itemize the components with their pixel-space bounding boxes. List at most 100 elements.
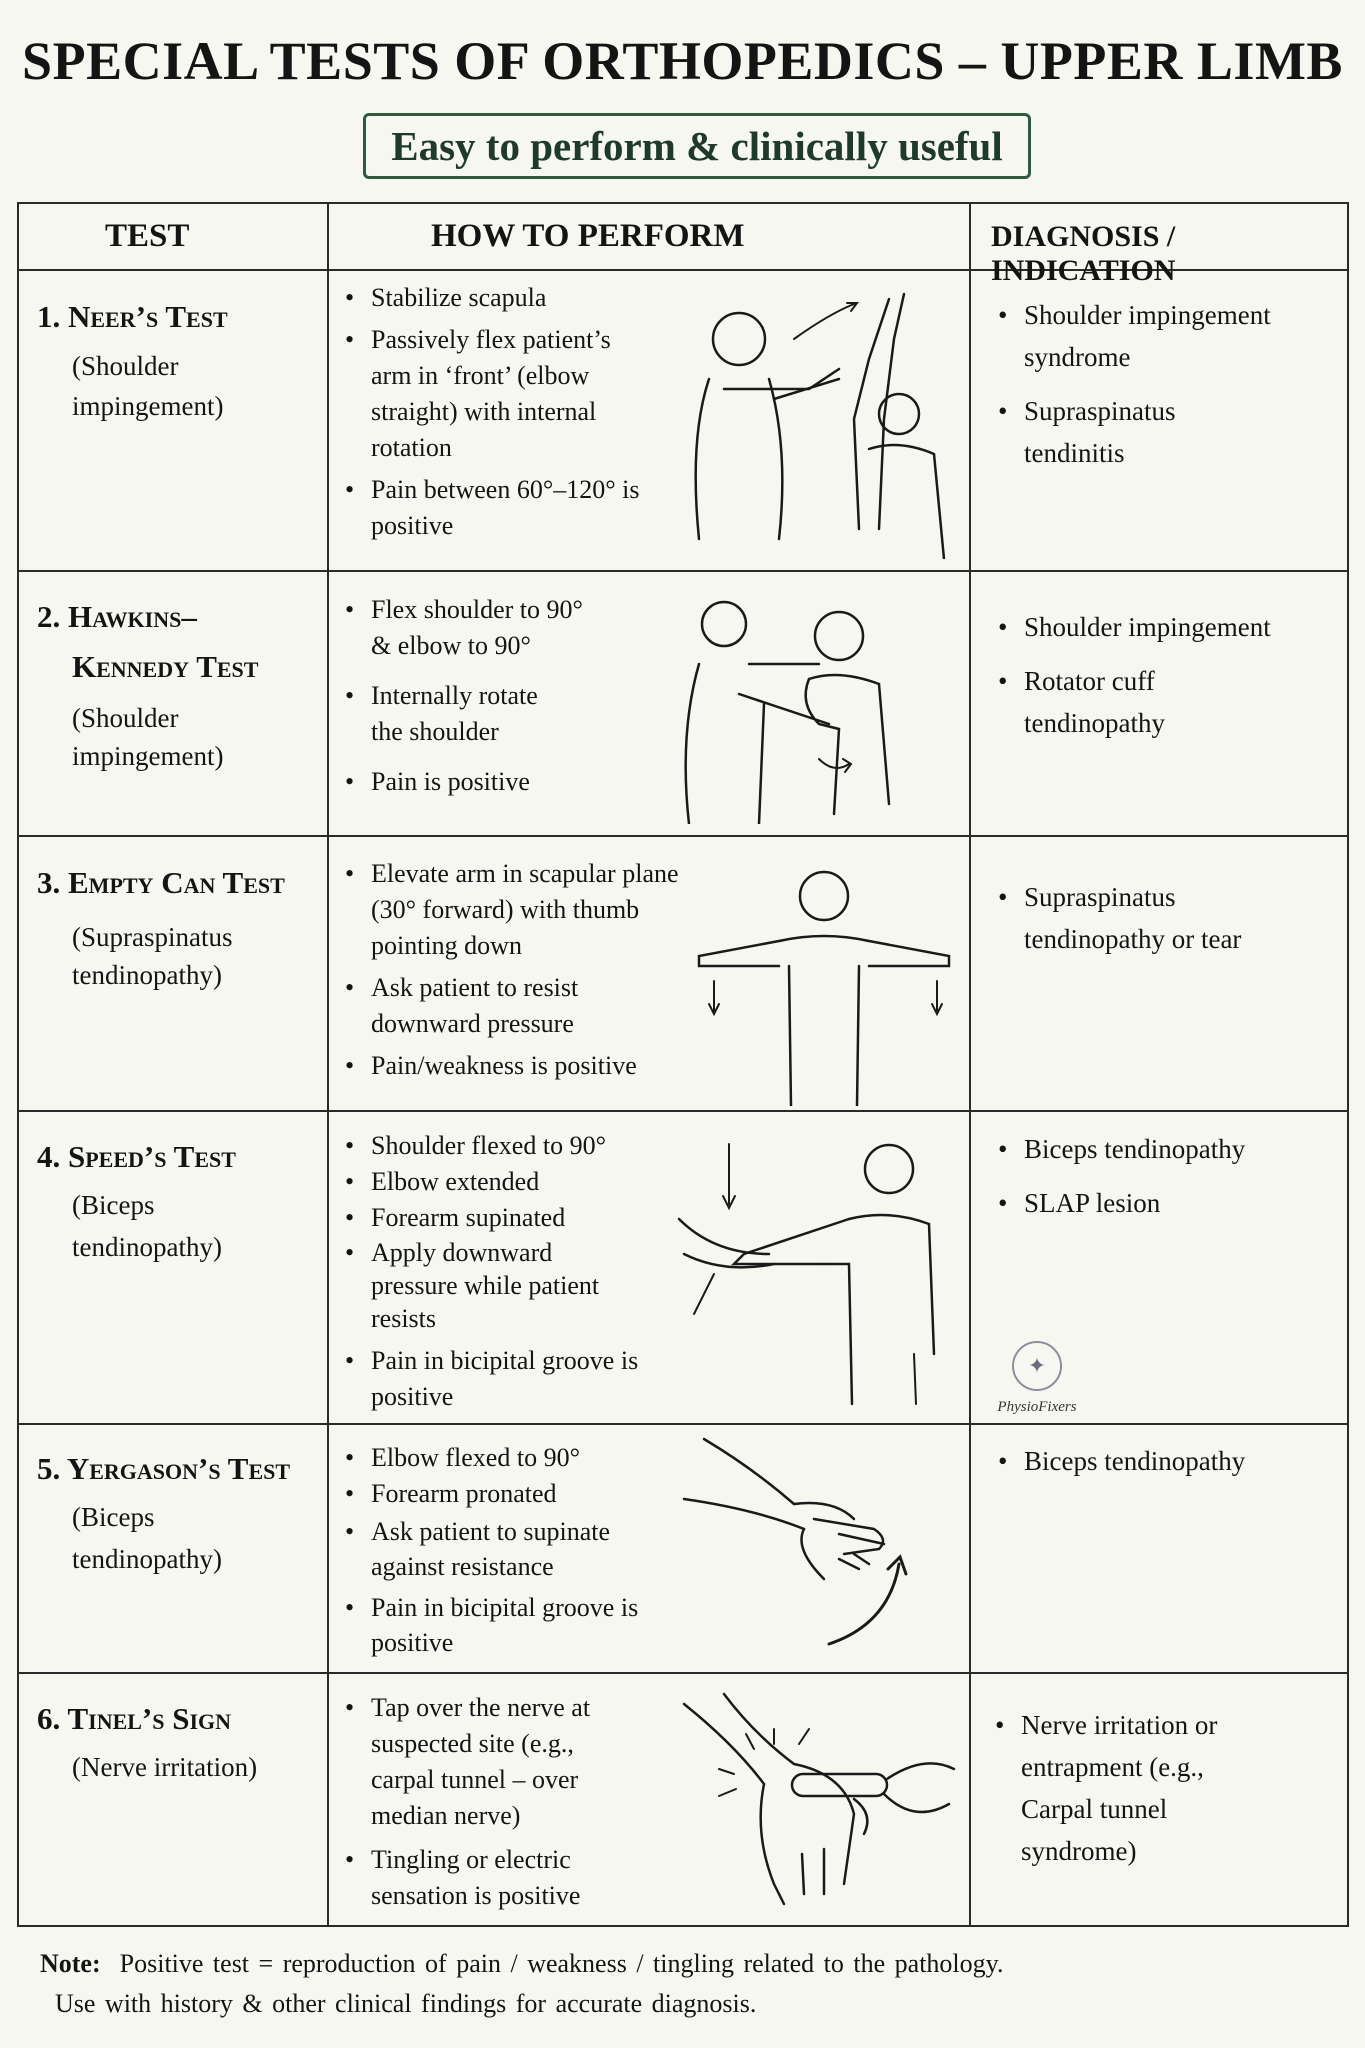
steps-list: Stabilize scapula Passively flex patient… xyxy=(341,280,671,544)
step-item: Elevate arm in scapular plane (30° forwa… xyxy=(341,856,686,964)
diagnosis-list: Biceps tendinopathy SLAP lesion xyxy=(994,1128,1314,1236)
step-item: Ask patient to resist downward pressure xyxy=(341,970,651,1042)
test-title: Kennedy Test xyxy=(72,649,259,684)
test-subtitle: (Shoulder impingement) xyxy=(72,346,223,426)
step-item: Elbow flexed to 90° xyxy=(341,1440,641,1476)
step-item: Elbow extended xyxy=(341,1164,641,1200)
resisted-flexion-illustration xyxy=(674,1124,964,1414)
steps-list: Elevate arm in scapular plane (30° forwa… xyxy=(341,856,686,1084)
diagnosis-list: Shoulder impingement syndrome Supraspina… xyxy=(994,294,1324,486)
subtitle-line: (Biceps xyxy=(72,1502,155,1532)
diagnosis-item: Biceps tendinopathy xyxy=(994,1128,1314,1170)
row-divider xyxy=(19,1423,1347,1425)
note-line-2: Use with history & other clinical findin… xyxy=(55,1989,757,2018)
test-name: 3. Empty Can Test xyxy=(37,858,285,908)
test-title: Empty Can Test xyxy=(68,865,285,900)
subtitle-line: impingement) xyxy=(72,391,224,421)
subtitle-box: Easy to perform & clinically useful xyxy=(363,113,1031,179)
note-label: Note: xyxy=(40,1949,101,1978)
header-divider xyxy=(19,269,1347,271)
column-divider xyxy=(969,204,971,1925)
shoulder-flexion-illustration xyxy=(679,279,954,561)
step-item: Tap over the nerve at suspected site (e.… xyxy=(341,1690,611,1834)
step-item: Flex shoulder to 90° & elbow to 90° xyxy=(341,592,601,664)
diagnosis-list: Nerve irritation or entrapment (e.g., Ca… xyxy=(991,1704,1311,1884)
header-diagnosis: DIAGNOSIS / INDICATION xyxy=(991,220,1176,287)
wrist-tap-illustration xyxy=(674,1684,959,1924)
diagnosis-item: Supraspinatus tendinitis xyxy=(994,390,1224,474)
footer-note: Note: Positive test = reproduction of pa… xyxy=(40,1944,1003,2024)
step-item: Stabilize scapula xyxy=(341,280,671,316)
test-name: 4. Speed’s Test xyxy=(37,1132,236,1182)
note-line-1: Positive test = reproduction of pain / w… xyxy=(119,1949,1004,1978)
arms-abducted-illustration xyxy=(679,856,969,1108)
test-name: 2. Hawkins– Kennedy Test xyxy=(37,592,258,692)
subtitle: Easy to perform & clinically useful xyxy=(391,123,1003,169)
watermark: ✦ PhysioFixers xyxy=(972,1313,1102,1443)
test-number: 4. xyxy=(37,1139,61,1174)
diagnosis-item: Rotator cuff tendinopathy xyxy=(994,660,1204,744)
step-item: Pain in bicipital groove is positive xyxy=(341,1590,641,1660)
row-divider xyxy=(19,1110,1347,1112)
test-title: Neer’s Test xyxy=(68,299,228,334)
internal-rotation-illustration xyxy=(679,584,959,826)
test-name: 6. Tinel’s Sign xyxy=(37,1694,231,1744)
resisted-supination-illustration xyxy=(674,1429,954,1669)
row-divider xyxy=(19,1672,1347,1674)
header-test: TEST xyxy=(105,218,190,254)
diagnosis-item: Shoulder impingement xyxy=(994,606,1334,648)
row-divider xyxy=(19,570,1347,572)
test-name: 5. Yergason’s Test xyxy=(37,1444,290,1494)
step-item: Forearm pronated xyxy=(341,1476,641,1512)
diagnosis-item: Shoulder impingement syndrome xyxy=(994,294,1324,378)
steps-list: Flex shoulder to 90° & elbow to 90° Inte… xyxy=(341,592,601,800)
steps-list: Shoulder flexed to 90° Elbow extended Fo… xyxy=(341,1128,641,1415)
subtitle-line: (Supraspinatus xyxy=(72,922,233,952)
subtitle-line: tendinopathy) xyxy=(72,1544,222,1574)
test-number: 2. xyxy=(37,599,61,634)
page-title: SPECIAL TESTS OF ORTHOPEDICS – UPPER LIM… xyxy=(22,31,1343,91)
test-title: Yergason’s Test xyxy=(66,1451,291,1486)
subtitle-line: (Biceps xyxy=(72,1190,155,1220)
test-subtitle: (Nerve irritation) xyxy=(72,1747,257,1787)
diagnosis-item: Biceps tendinopathy xyxy=(994,1440,1314,1482)
step-item: Shoulder flexed to 90° xyxy=(341,1128,641,1164)
test-name: 1. Neer’s Test xyxy=(37,292,228,342)
subtitle-line: (Shoulder xyxy=(72,351,179,381)
test-number: 1. xyxy=(37,299,61,334)
subtitle-line: tendinopathy) xyxy=(72,960,222,990)
step-item: Ask patient to supinate against resistan… xyxy=(341,1514,641,1584)
subtitle-line: tendinopathy) xyxy=(72,1232,222,1262)
step-item: Pain in bicipital groove is positive xyxy=(341,1343,641,1415)
subtitle-line: impingement) xyxy=(72,741,224,771)
test-title: Speed’s Test xyxy=(68,1139,236,1174)
diagnosis-item: Supraspinatus tendinopathy or tear xyxy=(994,876,1244,960)
header-how-to-perform: HOW TO PERFORM xyxy=(431,218,745,254)
step-item: Pain is positive xyxy=(341,764,601,800)
watermark-text: PhysioFixers xyxy=(997,1398,1077,1415)
step-item: Internally rotate the shoulder xyxy=(341,678,571,750)
diagnosis-list: Biceps tendinopathy xyxy=(994,1440,1314,1494)
steps-list: Elbow flexed to 90° Forearm pronated Ask… xyxy=(341,1440,641,1660)
test-number: 3. xyxy=(37,865,61,900)
subtitle-line: (Shoulder xyxy=(72,703,179,733)
test-title: Tinel’s Sign xyxy=(67,1701,232,1736)
step-item: Pain/weakness is positive xyxy=(341,1048,686,1084)
step-item: Tingling or electric sensation is positi… xyxy=(341,1842,611,1914)
test-title: Hawkins– xyxy=(68,599,197,634)
diagnosis-list: Shoulder impingement Rotator cuff tendin… xyxy=(994,606,1334,756)
steps-list: Tap over the nerve at suspected site (e.… xyxy=(341,1690,611,1914)
test-subtitle: (Biceps tendinopathy) xyxy=(72,1496,222,1580)
step-item: Apply downward pressure while patient re… xyxy=(341,1236,641,1335)
test-subtitle: (Shoulder impingement) xyxy=(72,699,223,775)
step-item: Pain between 60°–120° is positive xyxy=(341,472,661,544)
subtitle-line: (Nerve irritation) xyxy=(72,1752,258,1782)
tests-table: TEST HOW TO PERFORM DIAGNOSIS / INDICATI… xyxy=(17,202,1349,1927)
diagnosis-item: Nerve irritation or entrapment (e.g., Ca… xyxy=(991,1704,1281,1872)
step-item: Forearm supinated xyxy=(341,1200,641,1236)
test-subtitle: (Supraspinatus tendinopathy) xyxy=(72,918,232,994)
row-divider xyxy=(19,835,1347,837)
diagnosis-item: SLAP lesion xyxy=(994,1182,1314,1224)
test-number: 6. xyxy=(37,1701,61,1736)
test-subtitle: (Biceps tendinopathy) xyxy=(72,1184,222,1268)
